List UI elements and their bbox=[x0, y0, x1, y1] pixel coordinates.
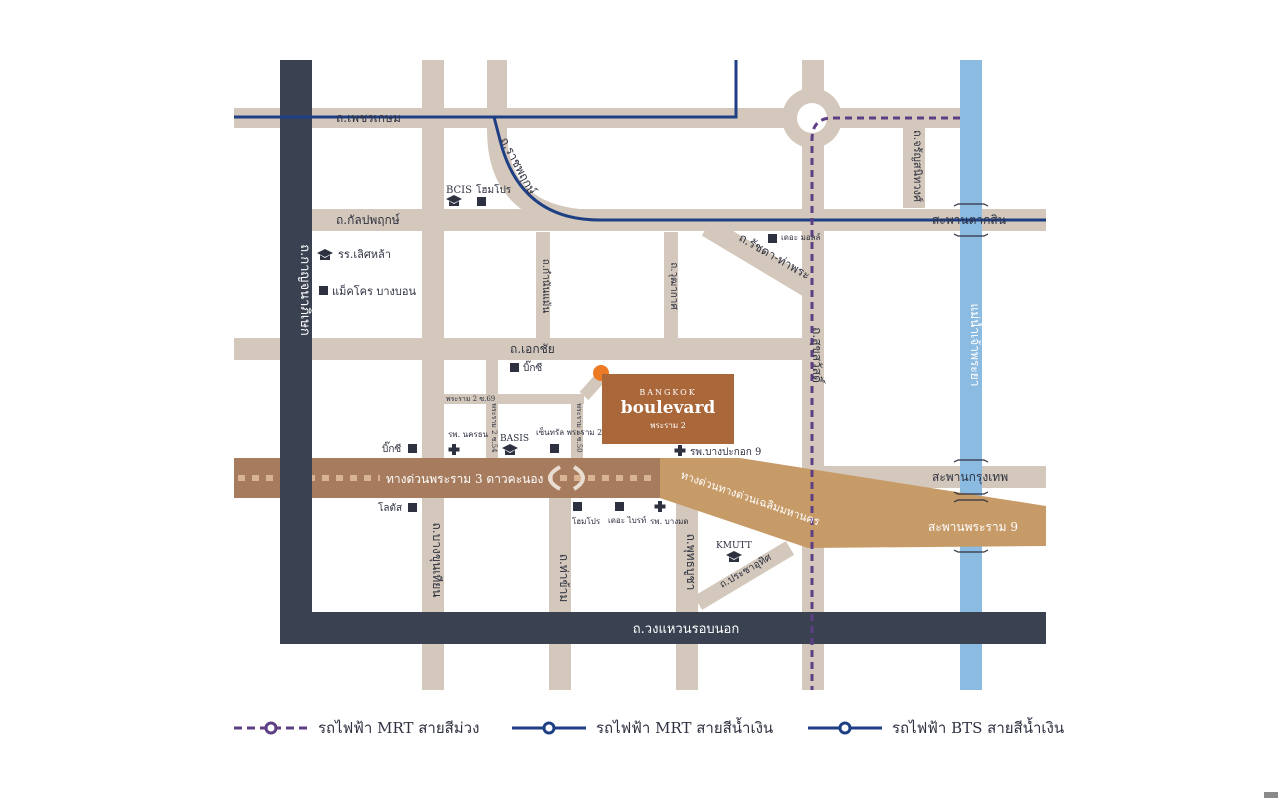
road-kamnanmaen bbox=[536, 232, 550, 340]
hospital-cross-icon bbox=[448, 444, 460, 455]
label-kanlapaphruek: ถ.กัลปพฤกษ์ bbox=[336, 213, 400, 227]
label-taksin-bridge: สะพานตากสิน bbox=[932, 213, 1006, 227]
hospital-cross-icon bbox=[654, 501, 666, 512]
project-sub: พระราม 2 bbox=[650, 421, 686, 430]
road-pracha-uthit bbox=[693, 541, 795, 610]
label-suksawat: ถ.สุขสวัสดิ์ bbox=[809, 327, 826, 384]
label-wutthakat: ถ.วุฒากาศ bbox=[668, 262, 679, 310]
road-ekkachai bbox=[234, 338, 820, 360]
label-rama2-soi69: พระราม 2 ซ.69 bbox=[446, 395, 495, 403]
mrt-blue-line-icon bbox=[512, 721, 586, 735]
project-location[interactable]: BANGKOK boulevard พระราม 2 bbox=[593, 365, 734, 444]
poi-bangpakok: รพ.บางปะกอก 9 bbox=[690, 447, 761, 458]
label-krungthep-bridge: สะพานกรุงเทพ bbox=[932, 470, 1008, 485]
poi-lotus: โลตัส bbox=[378, 501, 402, 514]
poi-homepro2: โฮมโปร bbox=[572, 516, 601, 526]
label-river: แม่น้ำเจ้าพระยา bbox=[968, 303, 984, 386]
poi-makro: แม็คโคร บางบอน bbox=[332, 284, 416, 298]
poi-bigc1: บิ๊กซี bbox=[523, 360, 542, 374]
label-phutthabucha: ถ.พุทธบูชา bbox=[683, 534, 698, 591]
poi-square-makro bbox=[319, 286, 328, 295]
road-rama2-soi50 bbox=[571, 396, 583, 458]
road-rama2-soi54 bbox=[486, 358, 498, 458]
poi-themall: เดอะ มอลล์ bbox=[781, 232, 821, 242]
ring-road-kanchanaphisek bbox=[280, 60, 312, 644]
road-ratchada-tha-phra bbox=[701, 218, 818, 299]
label-outer-ring: ถ.วงแหวนรอบนอก bbox=[633, 622, 739, 637]
poi-central: เซ็นทรัล พระราม 2 bbox=[536, 427, 602, 437]
label-bang-khun-thian: ถ.บางขุนเทียน bbox=[429, 523, 444, 598]
label-phetkasem: ถ.เพชรเกษม bbox=[336, 111, 401, 125]
poi-square-homepro1 bbox=[477, 197, 486, 206]
legend-mrt-purple: รถไฟฟ้า MRT สายสีม่วง bbox=[234, 716, 479, 740]
mrt-blue-line bbox=[234, 60, 738, 119]
poi-basis: BASIS bbox=[500, 434, 529, 444]
poi-bigc2: บิ๊กซี bbox=[382, 441, 401, 455]
points-of-interest: BCIS โฮมโปร รร.เลิศหล้า แม็คโคร บางบอน เ… bbox=[317, 183, 821, 562]
legend-mrt-blue: รถไฟฟ้า MRT สายสีน้ำเงิน bbox=[512, 716, 773, 740]
expressway-chaloem-maha-nakhon bbox=[660, 458, 1046, 548]
label-rama9-bridge: สะพานพระราม 9 bbox=[928, 520, 1018, 534]
label-tha-kham: ถ.ท่าข้าม bbox=[557, 554, 571, 603]
bts-line bbox=[492, 116, 1046, 222]
mrt-purple-line bbox=[810, 116, 960, 690]
label-charansanitwong: ถ.จรัญสนิทวงศ์ bbox=[911, 130, 924, 202]
poi-square-central bbox=[550, 444, 559, 453]
legend-label: รถไฟฟ้า MRT สายสีน้ำเงิน bbox=[596, 719, 774, 737]
corner-marker bbox=[1264, 792, 1278, 798]
graduation-cap-icon bbox=[726, 551, 742, 562]
mrt-purple-line-icon bbox=[234, 721, 308, 735]
poi-thebright: เดอะ ไบรท์ bbox=[608, 515, 646, 525]
graduation-cap-icon bbox=[446, 195, 462, 206]
poi-square-homepro2 bbox=[573, 502, 582, 511]
poi-square-lotus bbox=[408, 503, 417, 512]
road-wutthakat bbox=[664, 232, 678, 340]
poi-square-themall bbox=[768, 234, 777, 243]
ring-road bbox=[280, 60, 1046, 644]
poi-square-bigc1 bbox=[510, 363, 519, 372]
road-rama2-soi69 bbox=[444, 394, 584, 404]
road-charansanitwong bbox=[903, 126, 925, 208]
poi-homepro1: โฮมโปร bbox=[476, 183, 512, 196]
label-kanchanaphisek: ถ.กาญจนาภิเษก bbox=[297, 244, 312, 336]
poi-lertlah: รร.เลิศหล้า bbox=[338, 248, 391, 261]
label-kamnanmaen: ถ.กำนันแม้น bbox=[540, 259, 552, 314]
bridge-ticks bbox=[953, 203, 989, 553]
transit-lines bbox=[234, 60, 1046, 690]
poi-bcis: BCIS bbox=[446, 185, 472, 196]
label-rama3-expressway: ทางด่วนพระราม 3 ดาวคะนอง bbox=[386, 472, 543, 486]
project-brand-top: BANGKOK bbox=[639, 388, 696, 397]
graduation-cap-icon bbox=[317, 249, 333, 260]
poi-square-bigc2 bbox=[408, 444, 417, 453]
bts-line-icon bbox=[808, 721, 882, 735]
label-ekkachai: ถ.เอกชัย bbox=[510, 342, 555, 356]
project-brand: boulevard bbox=[621, 398, 716, 418]
hospital-cross-icon bbox=[674, 445, 686, 456]
label-rama2-soi54: พระราม 2 ซ.54 bbox=[490, 403, 498, 453]
poi-hosp-bangmod: รพ. บางมด bbox=[650, 517, 689, 526]
legend-bts: รถไฟฟ้า BTS สายสีน้ำเงิน bbox=[808, 716, 1064, 740]
ring-road-outer bbox=[280, 612, 1046, 644]
graduation-cap-icon bbox=[502, 444, 518, 455]
legend-label: รถไฟฟ้า BTS สายสีน้ำเงิน bbox=[892, 719, 1065, 737]
legend-label: รถไฟฟ้า MRT สายสีม่วง bbox=[318, 719, 480, 737]
project-box bbox=[602, 374, 734, 444]
poi-kmutt: KMUTT bbox=[716, 541, 752, 551]
expressways bbox=[234, 458, 1046, 548]
label-rama2-soi50: พระราม 2 ซ.50 bbox=[575, 403, 583, 452]
poi-hosp-nakhon: รพ. นครธน bbox=[448, 430, 489, 439]
poi-square-thebright bbox=[615, 502, 624, 511]
